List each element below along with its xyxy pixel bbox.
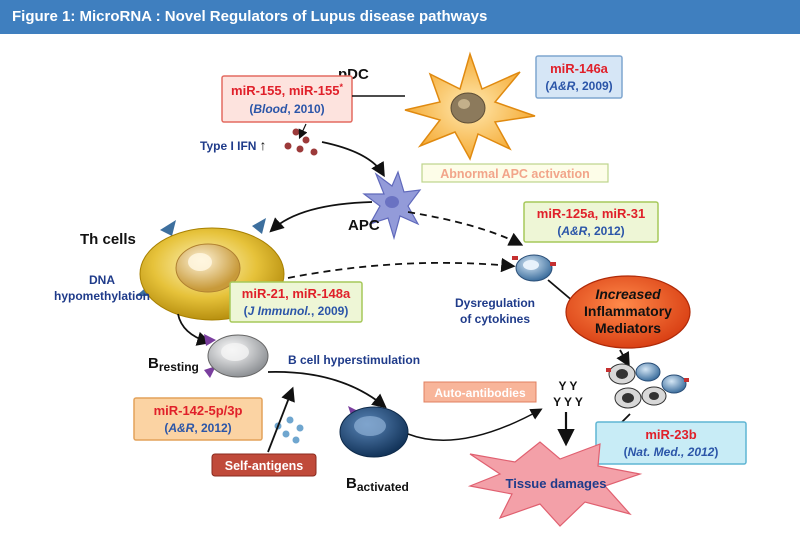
mir23b-box: miR-23b (Nat. Med., 2012) xyxy=(595,421,747,465)
pdc-cell xyxy=(404,51,536,161)
ifn-particles xyxy=(284,128,318,156)
mir21-box: miR-21, miR-148a (J Immunol., 2009) xyxy=(229,281,363,323)
bresting-to-bactivated-arrow xyxy=(267,371,387,409)
b-activated-cell xyxy=(339,406,409,458)
mir142-mirna: miR-142-5p/3p xyxy=(154,403,243,418)
mir125a-box: miR-125a, miR-31 (A&R, 2012) xyxy=(523,201,659,243)
cytokine-cell xyxy=(512,254,556,282)
th-to-cytokine-arrow xyxy=(287,257,516,279)
self-antigen-particles xyxy=(274,416,304,444)
b-activated-label: Bactivated xyxy=(346,475,409,494)
figure-title: Figure 1: MicroRNA : Novel Regulators of… xyxy=(12,8,488,25)
self-antigens-label: Self-antigens xyxy=(225,459,304,473)
b-resting-label: Bresting xyxy=(148,355,199,374)
antibodies-bottom-row: Y Y Y xyxy=(553,395,583,409)
mir155-star: * xyxy=(339,82,343,92)
abnormal-apc-box: Abnormal APC activation xyxy=(421,163,609,183)
cytokine-to-mediator-link xyxy=(547,279,575,303)
mir146a-citation: (A&R, 2009) xyxy=(545,79,612,93)
mir155-citation: (Blood, 2010) xyxy=(249,102,324,116)
dna-label-line1: DNA xyxy=(89,273,115,287)
dysregulation-line2: of cytokines xyxy=(460,312,530,326)
b-resting-cell xyxy=(204,334,269,378)
lupus-pathway-diagram: pDC miR-155, miR-155* (Blood, 2010) miR-… xyxy=(54,51,747,527)
auto-antibodies-box: Auto-antibodies xyxy=(423,381,537,403)
inflammatory-mediators-ellipse: Increased Inflammatory Mediators xyxy=(565,275,691,349)
apc-to-cytokine-arrow xyxy=(407,211,524,246)
apc-to-th-arrow xyxy=(269,201,373,233)
increased-label: Increased xyxy=(595,286,661,302)
dna-label-line2: hypomethylation xyxy=(54,289,150,303)
th-to-bresting-arrow xyxy=(177,313,212,346)
mir142-box: miR-142-5p/3p (A&R, 2012) xyxy=(133,397,263,441)
mir23b-citation: (Nat. Med., 2012) xyxy=(624,445,719,459)
mir125a-mirna: miR-125a, miR-31 xyxy=(537,206,645,221)
th-cells-label: Th cells xyxy=(80,231,136,248)
mediators-label: Mediators xyxy=(595,320,661,336)
mir142-citation: (A&R, 2012) xyxy=(164,421,231,435)
apc-cell xyxy=(362,170,422,241)
mir155-mirna: miR-155, miR-155* xyxy=(231,82,343,98)
b-hyperstimulation-label: B cell hyperstimulation xyxy=(288,353,420,367)
tissue-damages-burst: Tissue damages xyxy=(467,441,643,527)
ifn-up-arrow: ↑ xyxy=(259,137,266,153)
mediators-to-cells-arrow xyxy=(616,349,630,368)
ifn-to-apc-arrow xyxy=(321,141,385,178)
mediator-cell-cluster xyxy=(606,362,689,409)
mir155-box: miR-155, miR-155* (Blood, 2010) xyxy=(221,75,353,123)
type1-ifn-label: Type I IFN↑ xyxy=(200,137,266,153)
dysregulation-line1: Dysregulation xyxy=(455,296,535,310)
mir21-mirna: miR-21, miR-148a xyxy=(242,286,351,301)
antibodies-top-row: Y Y xyxy=(559,379,578,393)
inflammatory-label: Inflammatory xyxy=(584,303,672,319)
auto-antibodies-label: Auto-antibodies xyxy=(434,386,526,400)
mir125a-citation: (A&R, 2012) xyxy=(557,224,624,238)
antigen-to-bresting-arrow xyxy=(267,386,295,453)
mir146a-box: miR-146a (A&R, 2009) xyxy=(535,55,623,99)
apc-label: APC xyxy=(348,217,380,234)
tissue-damages-label: Tissue damages xyxy=(506,476,607,491)
bactivated-to-antibodies-arrow xyxy=(407,408,543,441)
self-antigens-box: Self-antigens xyxy=(211,453,317,477)
abnormal-apc-label: Abnormal APC activation xyxy=(440,167,590,181)
mir155-to-ifn-arrow xyxy=(298,123,308,140)
figure-header: Figure 1: MicroRNA : Novel Regulators of… xyxy=(0,0,800,34)
mir23b-mirna: miR-23b xyxy=(645,427,696,442)
mir21-citation: (J Immunol., 2009) xyxy=(244,304,349,318)
mir146a-mirna: miR-146a xyxy=(550,61,609,76)
